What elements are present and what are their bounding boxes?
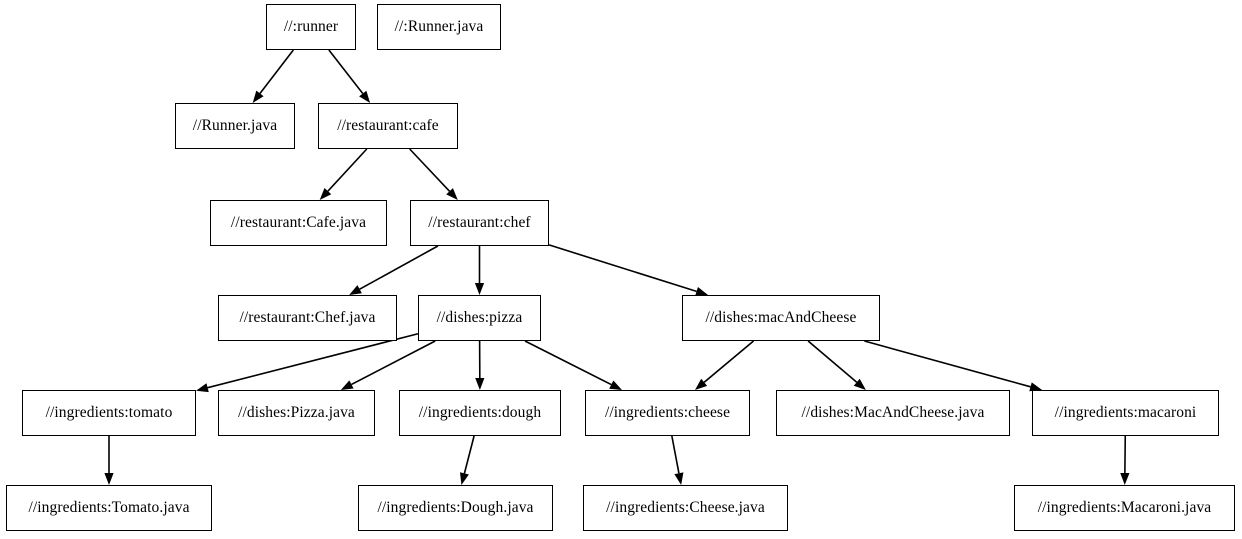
graph-node-label: //ingredients:Tomato.java (28, 499, 190, 517)
graph-node-restaurant_chef[interactable]: //restaurant:chef (410, 200, 549, 246)
edge-line (259, 49, 294, 94)
edge-line (671, 435, 680, 474)
graph-node-chef_java[interactable]: //restaurant:Chef.java (218, 295, 397, 341)
graph-edge-dishes_mac-to-ing_macaroni (864, 340, 1043, 392)
edge-arrowhead-icon (1120, 472, 1130, 485)
graph-node-dishes_pizza[interactable]: //dishes:pizza (418, 295, 541, 341)
graph-edge-dishes_pizza-to-ing_dough (475, 340, 485, 390)
graph-node-label: //ingredients:cheese (604, 404, 731, 422)
graph-node-pizza_java[interactable]: //dishes:Pizza.java (218, 390, 375, 436)
graph-node-label: //ingredients:Cheese.java (606, 499, 765, 517)
edge-arrowhead-icon (674, 472, 684, 485)
edge-line (207, 332, 419, 389)
graph-edge-restaurant_chef-to-dishes_mac (548, 244, 709, 296)
edge-line (864, 340, 1031, 388)
graph-node-label: //ingredients:Dough.java (377, 499, 534, 517)
graph-edge-dishes_pizza-to-pizza_java (340, 340, 436, 390)
graph-edge-dishes_pizza-to-ing_cheese (524, 340, 622, 390)
graph-node-runner_java[interactable]: //Runner.java (175, 103, 295, 149)
edge-arrowhead-icon (694, 378, 708, 390)
graph-edge-runner-to-restaurant_cafe (328, 49, 371, 103)
graph-node-label: //restaurant:Chef.java (239, 309, 376, 327)
graph-node-ing_dough[interactable]: //ingredients:dough (399, 390, 561, 436)
graph-edge-restaurant_chef-to-chef_java (349, 245, 439, 295)
graph-node-macaroni_java[interactable]: //ingredients:Macaroni.java (1014, 485, 1235, 531)
edge-line (328, 49, 364, 95)
graph-node-runner[interactable]: //:runner (266, 4, 356, 50)
edge-arrowhead-icon (359, 90, 371, 103)
edge-line (548, 244, 697, 293)
edge-line (351, 340, 436, 386)
graph-edge-ing_cheese-to-cheese_java (671, 435, 684, 485)
graph-edge-dishes_mac-to-ing_cheese (694, 340, 755, 390)
edge-arrowhead-icon (196, 383, 209, 393)
graph-node-label: //:Runner.java (394, 18, 484, 36)
edge-line (703, 340, 755, 383)
edge-arrowhead-icon (319, 188, 332, 200)
edge-arrowhead-icon (459, 472, 469, 485)
graph-node-label: //ingredients:tomato (45, 404, 173, 422)
graph-node-dishes_mac[interactable]: //dishes:macAndCheese (682, 295, 880, 341)
edge-arrowhead-icon (609, 380, 622, 390)
graph-edge-ing_dough-to-dough_java (459, 435, 475, 485)
graph-node-cafe_java[interactable]: //restaurant:Cafe.java (210, 200, 387, 246)
edge-line (463, 435, 475, 474)
edge-line (409, 148, 451, 192)
graph-edge-dishes_mac-to-mac_java (807, 340, 866, 390)
edge-arrowhead-icon (349, 285, 362, 295)
graph-edge-runner-to-runner_java (252, 49, 294, 103)
graph-node-label: //restaurant:cafe (337, 117, 439, 135)
graph-node-label: //dishes:macAndCheese (705, 309, 857, 327)
graph-node-label: //ingredients:Macaroni.java (1037, 499, 1212, 517)
edge-arrowhead-icon (104, 473, 114, 485)
graph-node-label: //:runner (283, 18, 339, 36)
graph-node-label: //ingredients:dough (418, 404, 542, 422)
graph-node-dough_java[interactable]: //ingredients:Dough.java (358, 485, 553, 531)
edge-line (807, 340, 858, 383)
graph-node-label: //restaurant:chef (428, 214, 531, 232)
edge-arrowhead-icon (446, 188, 458, 200)
graph-node-label: //dishes:Pizza.java (238, 404, 355, 422)
graph-edge-dishes_pizza-to-ing_tomato (196, 332, 419, 393)
graph-node-cheese_java[interactable]: //ingredients:Cheese.java (583, 485, 788, 531)
edge-line (524, 340, 612, 386)
graph-node-label: //dishes:pizza (436, 309, 523, 327)
edge-arrowhead-icon (474, 283, 485, 295)
graph-edge-ing_tomato-to-tomato_java (104, 436, 114, 485)
edge-line (327, 148, 368, 192)
graph-node-ing_macaroni[interactable]: //ingredients:macaroni (1032, 390, 1219, 436)
graph-edge-restaurant_cafe-to-cafe_java (319, 148, 368, 200)
graph-node-restaurant_cafe[interactable]: //restaurant:cafe (318, 103, 458, 149)
graph-node-tomato_java[interactable]: //ingredients:Tomato.java (6, 485, 212, 531)
graph-node-label: //restaurant:Cafe.java (230, 214, 367, 232)
graph-node-ing_tomato[interactable]: //ingredients:tomato (22, 390, 196, 436)
edge-line (359, 245, 439, 290)
graph-node-ing_cheese[interactable]: //ingredients:cheese (585, 390, 750, 436)
edge-arrowhead-icon (252, 90, 264, 103)
graph-node-label: //dishes:MacAndCheese.java (801, 404, 985, 422)
edge-arrowhead-icon (475, 377, 485, 390)
graph-edge-ing_macaroni-to-macaroni_java (1120, 435, 1130, 485)
graph-node-root_runner_java[interactable]: //:Runner.java (377, 4, 501, 50)
edge-arrowhead-icon (853, 378, 866, 390)
graph-edge-restaurant_cafe-to-restaurant_chef (409, 148, 458, 200)
graph-node-label: //ingredients:macaroni (1054, 404, 1197, 422)
graph-node-mac_java[interactable]: //dishes:MacAndCheese.java (776, 390, 1010, 436)
graph-node-label: //Runner.java (192, 117, 278, 135)
edge-arrowhead-icon (340, 380, 354, 390)
graph-edge-restaurant_chef-to-dishes_pizza (474, 246, 485, 295)
